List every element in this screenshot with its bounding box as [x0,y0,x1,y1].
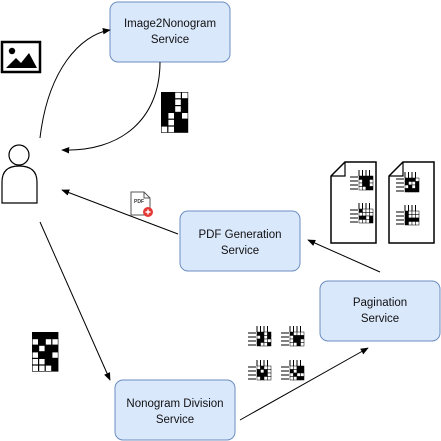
edge-user-to-nonogram-division [39,221,111,381]
edge-user-to-image2nonogram [39,28,111,139]
pagination-service: Pagination Service [319,280,441,342]
pdf-generation-service-label-line1: PDF Generation [198,229,281,241]
image-icon [0,40,42,74]
nonogram-division-service-label-line1: Nonogram Division [126,398,223,410]
nonogram-piece-icon-4 [281,360,305,381]
edge-pdf-generation-to-user [61,189,179,235]
page-nonogram-icon-2 [350,203,374,224]
page-nonogram-icon-3 [396,172,420,193]
nonogram-grid-icon-uploaded [32,332,59,372]
edge-pagination-to-pdf-generation [307,239,381,273]
image2nonogram-service-label-line2: Service [151,34,189,46]
pdf-badge-text: PDF [134,199,144,205]
pdf-generation-service: PDF Generation Service [179,210,301,272]
image2nonogram-service-label-line1: Image2Nonogram [124,18,216,30]
page-nonogram-icon-4 [396,205,420,226]
image2nonogram-service: Image2Nonogram Service [109,1,231,63]
pagination-service-label-line1: Pagination [353,297,407,309]
nonogram-division-service-label-line2: Service [156,414,194,426]
page-document-icon-2 [388,161,435,244]
user-icon [1,144,38,204]
pdf-generation-service-label-line2: Service [221,245,259,257]
nonogram-division-service: Nonogram Division Service [114,379,236,441]
nonogram-piece-icon-3 [248,360,272,381]
nonogram-piece-icon-1 [248,326,272,347]
edge-nonogram-division-to-pagination [239,347,369,421]
pdf-file-icon: PDF [130,191,153,217]
pagination-service-label-line2: Service [361,313,399,325]
page-nonogram-icon-1 [350,170,374,191]
nonogram-piece-icon-2 [281,326,305,347]
nonogram-grid-icon-returned [161,92,189,133]
edge-image2nonogram-to-user [61,61,161,154]
